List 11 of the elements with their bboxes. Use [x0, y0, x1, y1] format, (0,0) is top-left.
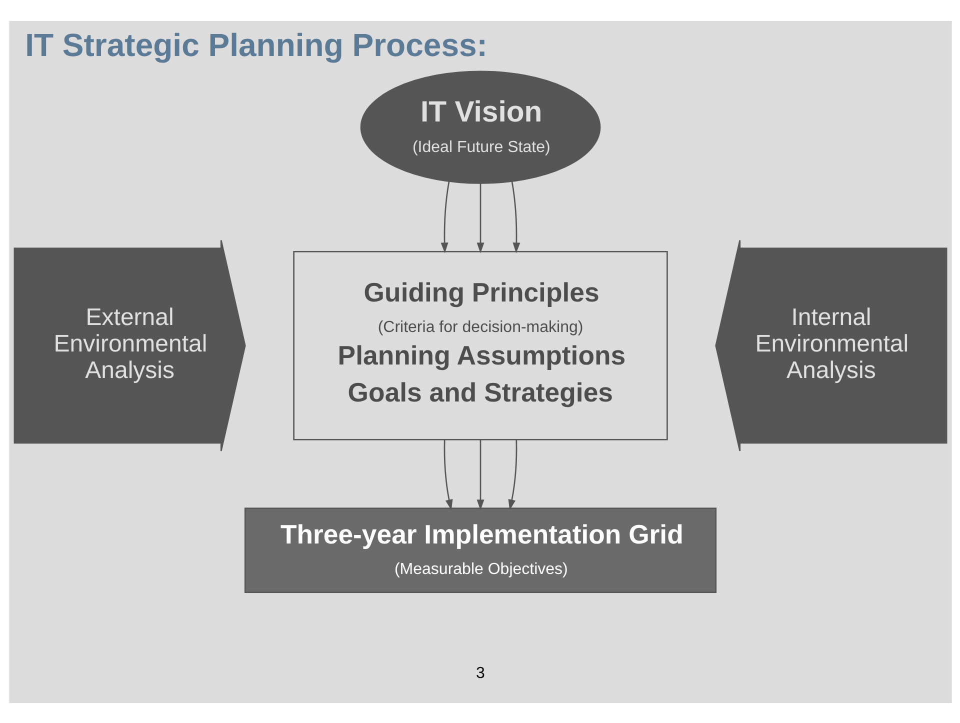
label: 3: [476, 664, 484, 682]
node-box: Guiding Principles (Criteria for decision-making) Planning Assumptions Goals and Strategies: [292, 250, 668, 440]
diagram-title: IT Strategic Planning Process:: [24, 26, 487, 62]
arrow: [476, 439, 484, 510]
node-ellipse: IT Vision (Ideal Future State): [360, 70, 600, 184]
arrow: [443, 439, 452, 510]
arrow: [508, 439, 517, 510]
arrow: [440, 180, 450, 253]
node-box: Three-year Implementation Grid (Measurable Objectives): [244, 507, 716, 592]
arrow: [476, 182, 484, 253]
arrow: [510, 180, 520, 253]
